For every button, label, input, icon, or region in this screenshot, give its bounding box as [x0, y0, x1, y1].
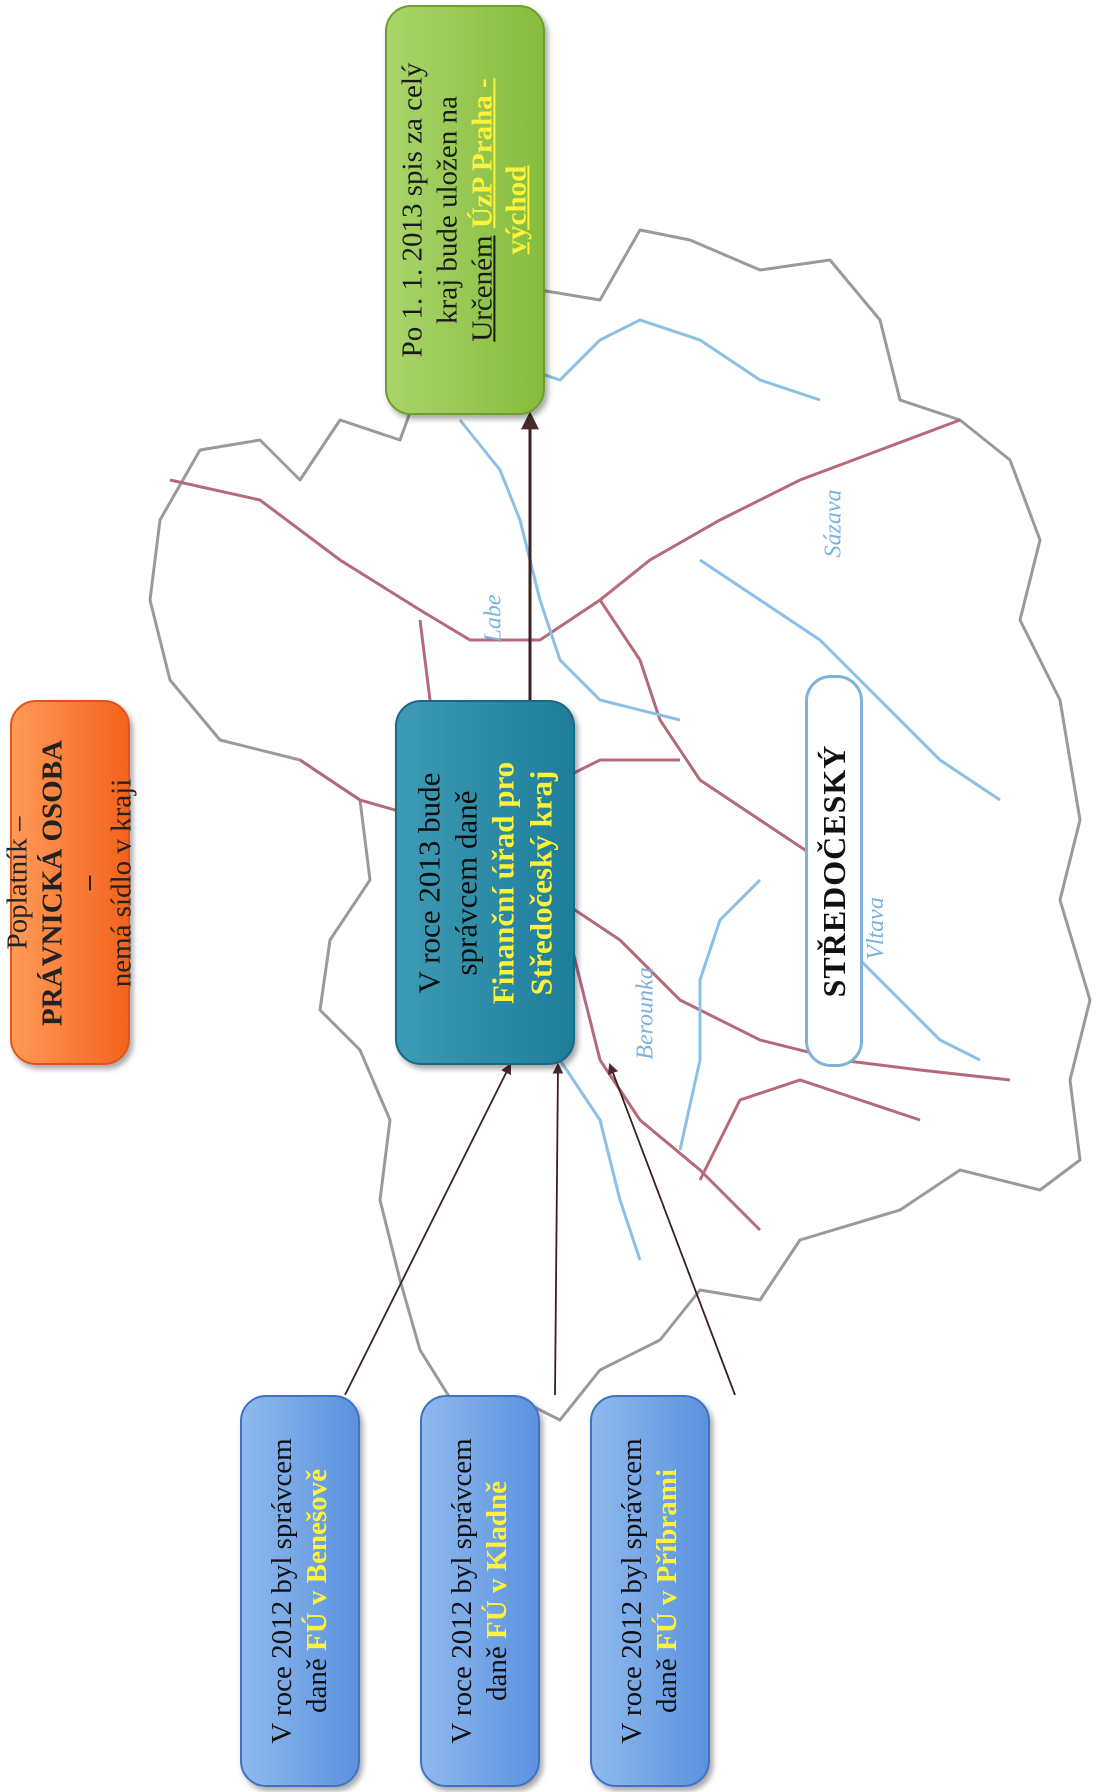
- pribram-box: V roce 2012 byl správcem daně FÚ v Příbr…: [590, 1395, 710, 1787]
- arrow-benesov-to-center: [344, 1063, 511, 1396]
- region-label-box: STŘEDOČESKÝ: [805, 675, 863, 1067]
- river-label-sazava: Sázava: [820, 489, 847, 558]
- river-label-labe: Labe: [480, 594, 507, 643]
- center-office-name: Finanční úřad pro Středočeský kraj: [486, 761, 559, 1004]
- kladno-office-name: FÚ v Kladně: [481, 1481, 513, 1639]
- region-label: STŘEDOČESKÝ: [815, 744, 852, 998]
- future-office-name: ÚzP Praha - východ: [466, 78, 533, 255]
- taxpayer-line-2: PRÁVNICKÁ OSOBA –: [36, 739, 103, 1026]
- future-text-designated: Určeném: [466, 235, 498, 342]
- future-text: Po 1. 1. 2013 spis za celý kraj bude ulo…: [396, 62, 464, 358]
- river-label-vltava: Vltava: [862, 897, 889, 960]
- benesov-office-name: FÚ v Benešově: [301, 1468, 333, 1652]
- taxpayer-line-3: nemá sídlo v kraji: [105, 778, 138, 987]
- center-text: V roce 2013 bude správcem daně: [411, 772, 484, 993]
- river-label-berounka: Berounka: [632, 967, 659, 1060]
- future-storage-box: Po 1. 1. 2013 spis za celý kraj bude ulo…: [385, 5, 545, 415]
- region-outline: [148, 228, 1092, 1432]
- arrow-pribram-to-center: [608, 1062, 736, 1396]
- district-borders: [169, 418, 1011, 1232]
- taxpayer-line-1: Poplatník –: [1, 816, 34, 949]
- benesov-box: V roce 2012 byl správcem daně FÚ v Beneš…: [240, 1395, 360, 1787]
- kladno-box: V roce 2012 byl správcem daně FÚ v Kladn…: [420, 1395, 540, 1787]
- taxpayer-box: Poplatník – PRÁVNICKÁ OSOBA – nemá sídlo…: [1, 700, 138, 1065]
- center-office-box: V roce 2013 bude správcem daně Finanční …: [395, 700, 575, 1065]
- arrow-kladno-to-center: [552, 1062, 564, 1396]
- pribram-office-name: FÚ v Příbrami: [651, 1469, 683, 1652]
